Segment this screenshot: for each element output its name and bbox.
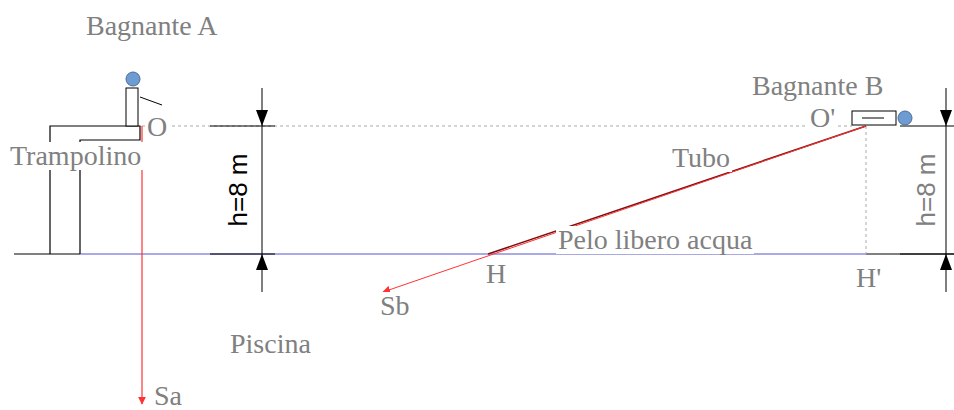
swimmer-head: [126, 72, 140, 86]
vector-label: Sb: [378, 292, 412, 320]
point-label: H: [484, 260, 508, 288]
reference-line: [866, 126, 867, 254]
ground-line: [866, 254, 954, 255]
dimension-arrow: [940, 110, 952, 126]
region-label: Piscina: [228, 330, 313, 358]
ground-line: [14, 254, 80, 255]
part-label: Tubo: [670, 144, 732, 172]
point-label: O': [808, 104, 837, 132]
dimension-arrow: [256, 110, 268, 126]
board-label: Trampolino: [8, 142, 143, 170]
trajectory-b: [383, 126, 866, 292]
point-label: H': [854, 264, 883, 292]
swimmer-label: Bagnante B: [750, 72, 885, 100]
swimmer-detail: [862, 118, 884, 119]
dimension-tick: [210, 126, 275, 127]
dimension-label: h=8 m: [913, 152, 939, 229]
dimension-label: h=8 m: [225, 152, 251, 229]
swimmer-label: Bagnante A: [84, 12, 219, 40]
swimmer-arm: [140, 97, 162, 105]
surface-label: Pelo libero acqua: [556, 226, 754, 254]
point-label: O: [145, 113, 169, 141]
dimension-arrow: [256, 254, 268, 270]
vector-label: Sa: [152, 382, 184, 410]
swimmer-body: [852, 111, 896, 125]
dimension-arrow: [940, 254, 952, 270]
dimension-tick: [210, 254, 275, 255]
reference-line: [142, 126, 852, 127]
swimmer-head: [898, 111, 912, 125]
swimmer-body: [126, 88, 138, 126]
